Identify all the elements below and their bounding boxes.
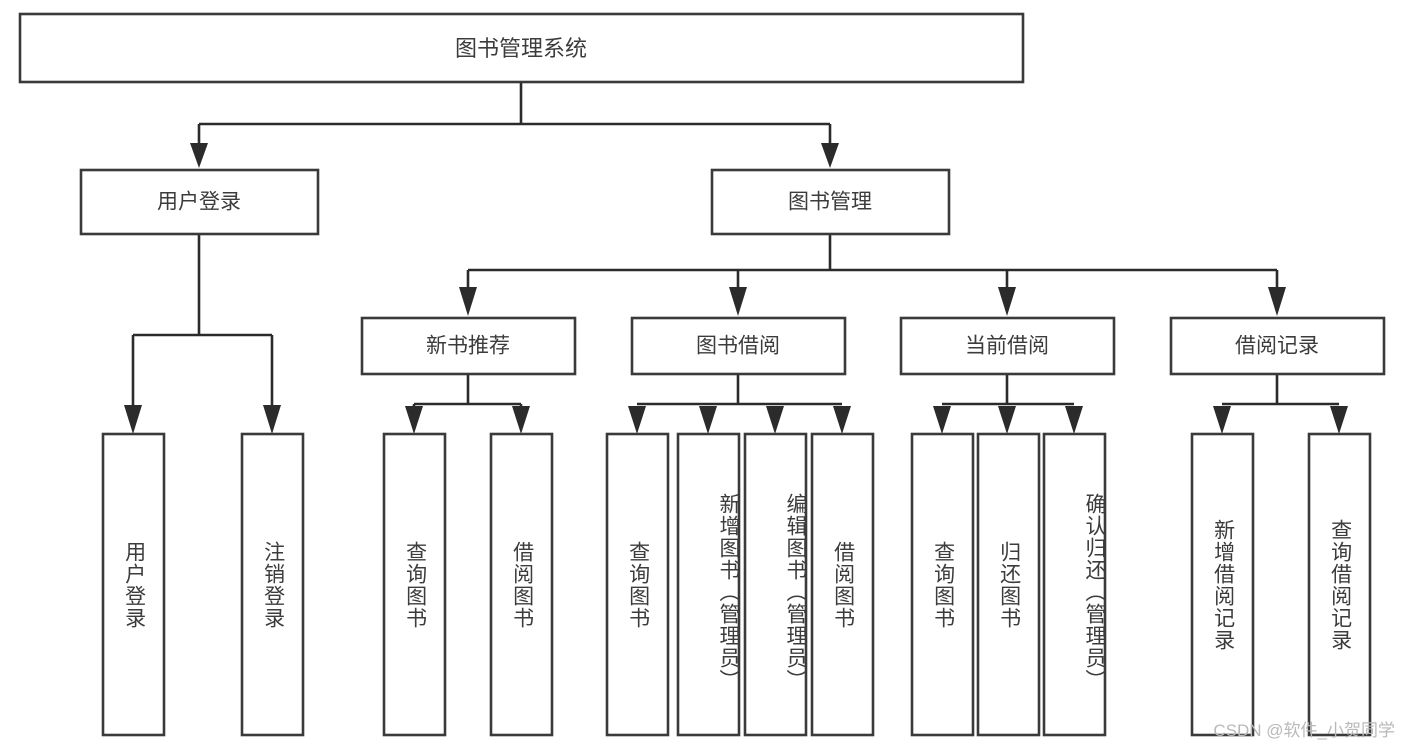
connector-group-new-book-to-leaves bbox=[405, 374, 530, 434]
node-user-login-box[interactable] bbox=[79, 168, 320, 236]
node-user-login[interactable]: 用户登录 bbox=[79, 168, 320, 236]
node-current-borrow-box[interactable] bbox=[899, 316, 1116, 376]
connector-group-current-borrow-to-leaves bbox=[933, 374, 1083, 434]
node-current-borrow[interactable]: 当前借阅 bbox=[899, 316, 1116, 376]
node-root[interactable]: 图书管理系统 bbox=[18, 12, 1025, 84]
leaf-box-logout[interactable] bbox=[240, 432, 305, 737]
connector-group-book-mgmt-to-level3 bbox=[459, 234, 1286, 316]
watermark-text: CSDN @软件_小贺同学 bbox=[1213, 721, 1395, 740]
leaf-box-cb-return-book[interactable] bbox=[976, 432, 1041, 737]
arrow-head-leaf-user-login bbox=[124, 405, 142, 434]
node-root-box[interactable] bbox=[18, 12, 1025, 84]
node-book-management-box[interactable] bbox=[710, 168, 951, 236]
arrow-head-book-borrow bbox=[729, 287, 747, 316]
arrow-head-bb-query-book bbox=[628, 406, 646, 434]
leaf-box-user-login[interactable] bbox=[101, 432, 166, 737]
arrow-head-new-book bbox=[459, 287, 477, 316]
arrow-head-br-add-record bbox=[1213, 406, 1231, 434]
node-book-management[interactable]: 图书管理 bbox=[710, 168, 951, 236]
leaf-box-br-query-record[interactable] bbox=[1307, 432, 1372, 737]
leaf-box-bb-query-book[interactable] bbox=[605, 432, 670, 737]
arrow-head-bb-borrow-book bbox=[833, 406, 851, 434]
node-borrow-record-label: 借阅记录 bbox=[1235, 335, 1319, 358]
leaf-box-bb-edit-book[interactable] bbox=[743, 432, 808, 737]
arrow-head-nb-query-book bbox=[405, 406, 423, 434]
arrow-head-cb-query-book bbox=[933, 406, 951, 434]
node-borrow-record[interactable]: 借阅记录 bbox=[1169, 316, 1386, 376]
connector-group-root-to-level2 bbox=[190, 82, 839, 168]
connector-group-borrow-record-to-leaves bbox=[1213, 374, 1348, 434]
arrow-head-leaf-logout bbox=[263, 405, 281, 434]
arrow-head-cb-return-book bbox=[998, 406, 1016, 434]
arrow-head-book-mgmt bbox=[821, 143, 839, 168]
node-borrow-record-box[interactable] bbox=[1169, 316, 1386, 376]
arrow-head-current-borrow bbox=[998, 287, 1016, 316]
leaf-box-nb-query-book[interactable] bbox=[382, 432, 447, 737]
node-new-book-recommend[interactable]: 新书推荐 bbox=[360, 316, 577, 376]
leaf-box-bb-borrow-book[interactable] bbox=[810, 432, 875, 737]
arrow-head-borrow-record bbox=[1268, 287, 1286, 316]
leaf-box-br-add-record[interactable] bbox=[1190, 432, 1255, 737]
arrow-head-br-query-record bbox=[1330, 406, 1348, 434]
node-new-book-recommend-label: 新书推荐 bbox=[426, 335, 510, 358]
node-current-borrow-label: 当前借阅 bbox=[965, 335, 1049, 358]
arrow-head-nb-borrow-book bbox=[512, 406, 530, 434]
node-book-borrow[interactable]: 图书借阅 bbox=[630, 316, 847, 376]
node-book-borrow-label: 图书借阅 bbox=[696, 335, 780, 358]
leaf-box-nb-borrow-book[interactable] bbox=[489, 432, 554, 737]
node-root-label: 图书管理系统 bbox=[455, 36, 587, 61]
connector-group-book-borrow-to-leaves bbox=[628, 374, 851, 434]
leaf-box-cb-query-book[interactable] bbox=[910, 432, 975, 737]
node-book-management-label: 图书管理 bbox=[788, 191, 872, 214]
connector-group-user-login-to-leaves bbox=[124, 234, 281, 434]
arrow-head-user-login bbox=[190, 143, 208, 168]
leaf-box-cb-confirm-return[interactable] bbox=[1042, 432, 1107, 737]
node-new-book-recommend-box[interactable] bbox=[360, 316, 577, 376]
node-book-borrow-box[interactable] bbox=[630, 316, 847, 376]
leaf-box-bb-add-book[interactable] bbox=[676, 432, 741, 737]
arrow-head-cb-confirm-return bbox=[1065, 406, 1083, 434]
arrow-head-bb-edit-book bbox=[766, 406, 784, 434]
node-user-login-label: 用户登录 bbox=[157, 191, 241, 214]
arrow-head-bb-add-book bbox=[699, 406, 717, 434]
